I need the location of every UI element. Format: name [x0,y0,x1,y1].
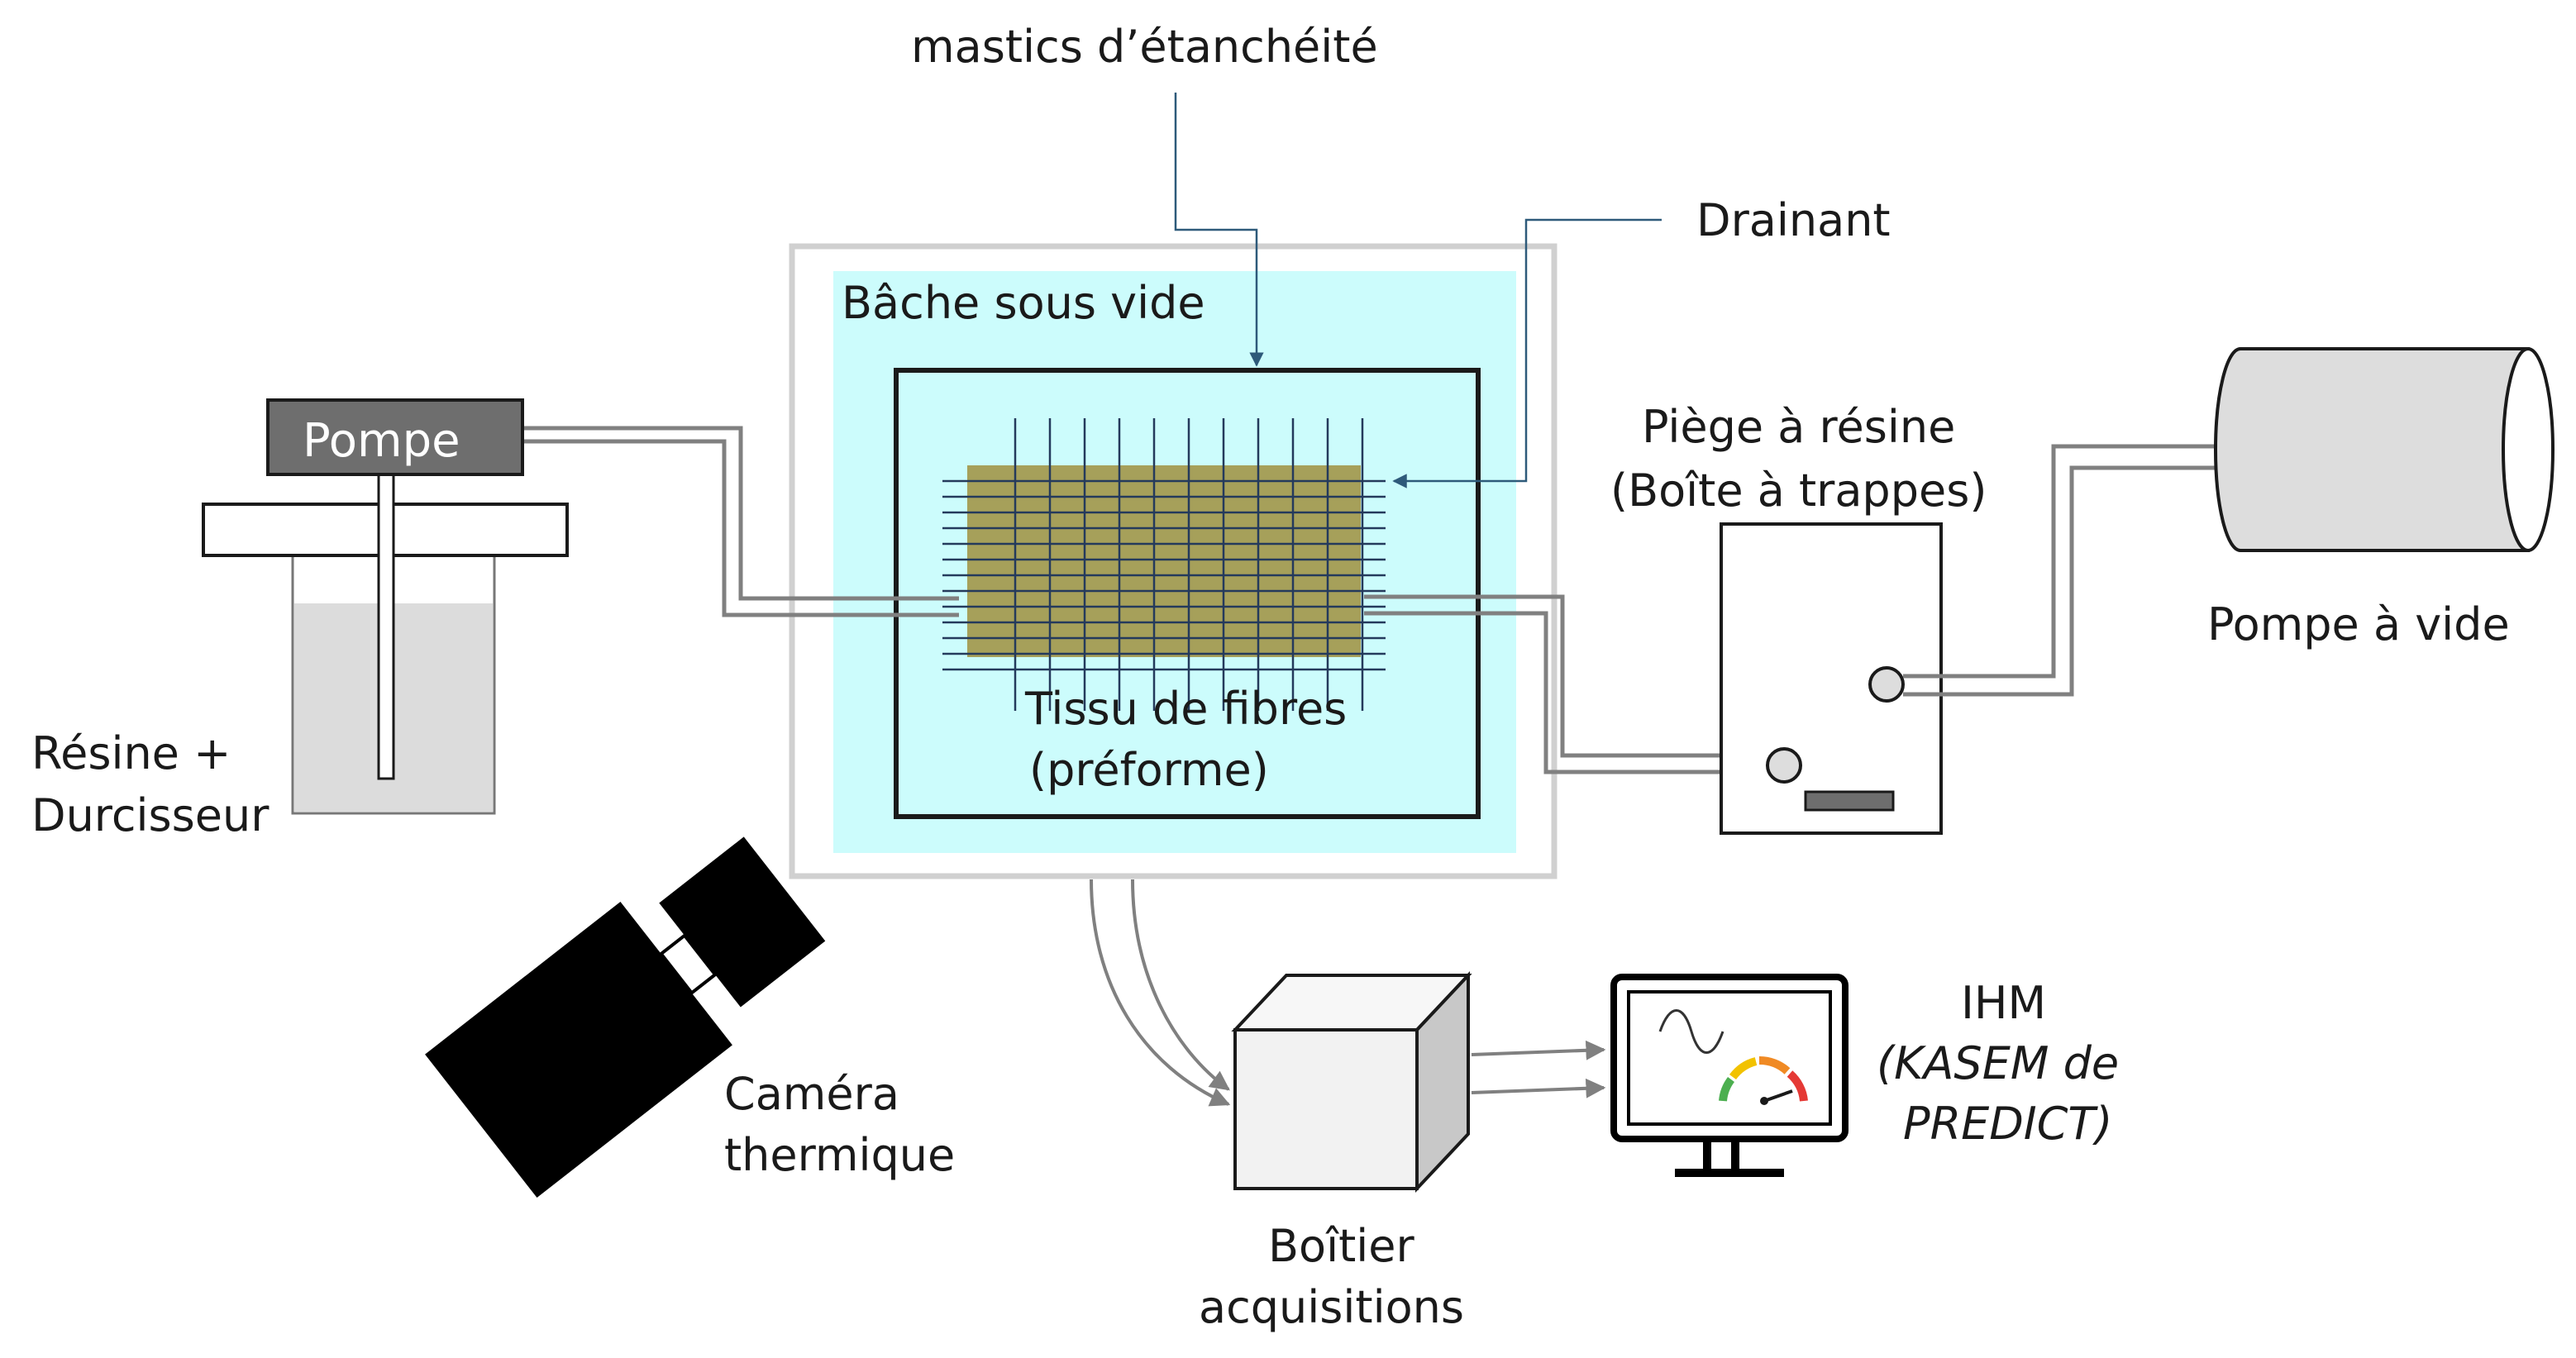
monitor-neck-2 [1731,1139,1739,1169]
trap-label-line2: (Boîte à trappes) [1610,465,1987,517]
trap-to-pump-pipe [1903,444,2224,697]
camera-label-line1: Caméra [724,1068,899,1120]
vacuum-bag-assembly: Bâche sous vide Tissu de fibres (préform… [789,243,1558,879]
resin-label-line1: Résine + [31,727,231,779]
sealant-leader-arrow [1174,93,1264,367]
fabric-label-line1: Tissu de fibres [1024,683,1347,735]
box-front [1233,1028,1419,1190]
camera-label-line2: thermique [724,1129,955,1181]
suction-tube [377,473,395,780]
data-link-arrows [1471,1040,1606,1098]
vacuum-outlet-pipe [1364,594,1761,774]
vacuum-pump [2214,347,2555,552]
sealant-label: mastics d’étanchéité [911,21,1378,73]
monitor-stand [1675,1169,1784,1177]
sine-wave-icon [1658,1009,1724,1054]
trap-label-line1: Piège à résine [1642,401,1955,453]
vacuum-pump-end [2502,347,2555,552]
thermal-camera-icon [425,836,826,1198]
resin-pot [291,555,496,815]
acquisition-box [1231,970,1472,1194]
fiber-fabric-preform [942,418,1386,711]
trap-inlet-port [1766,747,1802,784]
hmi-label-line2: (KASEM de [1877,1037,2119,1089]
pump-box[interactable] [266,398,524,476]
monitor-screen [1627,990,1832,1126]
trap-outlet-port [1868,666,1905,703]
box-label-line2: acquisitions [1199,1281,1464,1333]
vacuum-pump-label: Pompe à vide [2207,598,2510,650]
hmi-label-line1: IHM [1961,977,2046,1029]
box-label-line1: Boîtier [1268,1220,1414,1272]
pump-label: Pompe [303,414,460,468]
gauge-icon [1719,1055,1808,1105]
trap-door [1804,790,1895,812]
hmi-label-line3: PREDICT) [1903,1098,2112,1150]
resin-trap [1720,522,1943,835]
fabric-label-line2: (préforme) [1029,744,1269,796]
resin-inlet-pipe [524,426,959,617]
drainant-label: Drainant [1696,194,1891,246]
trap-box [1720,522,1943,835]
monitor-neck [1703,1139,1711,1169]
fabric-patch [967,465,1361,657]
sealant-tape-frame [894,368,1481,819]
vacuum-pump-body [2214,347,2530,552]
resin-feed-station: Pompe [202,398,569,815]
drainant-leader-arrow [1392,218,1662,488]
vacuum-bag-label: Bâche sous vide [842,277,1205,329]
sensor-cables [1090,879,1231,1107]
resin-label-line2: Durcisseur [31,789,270,841]
monitor-icon [1610,974,1849,1177]
drainage-mesh [942,418,1386,711]
